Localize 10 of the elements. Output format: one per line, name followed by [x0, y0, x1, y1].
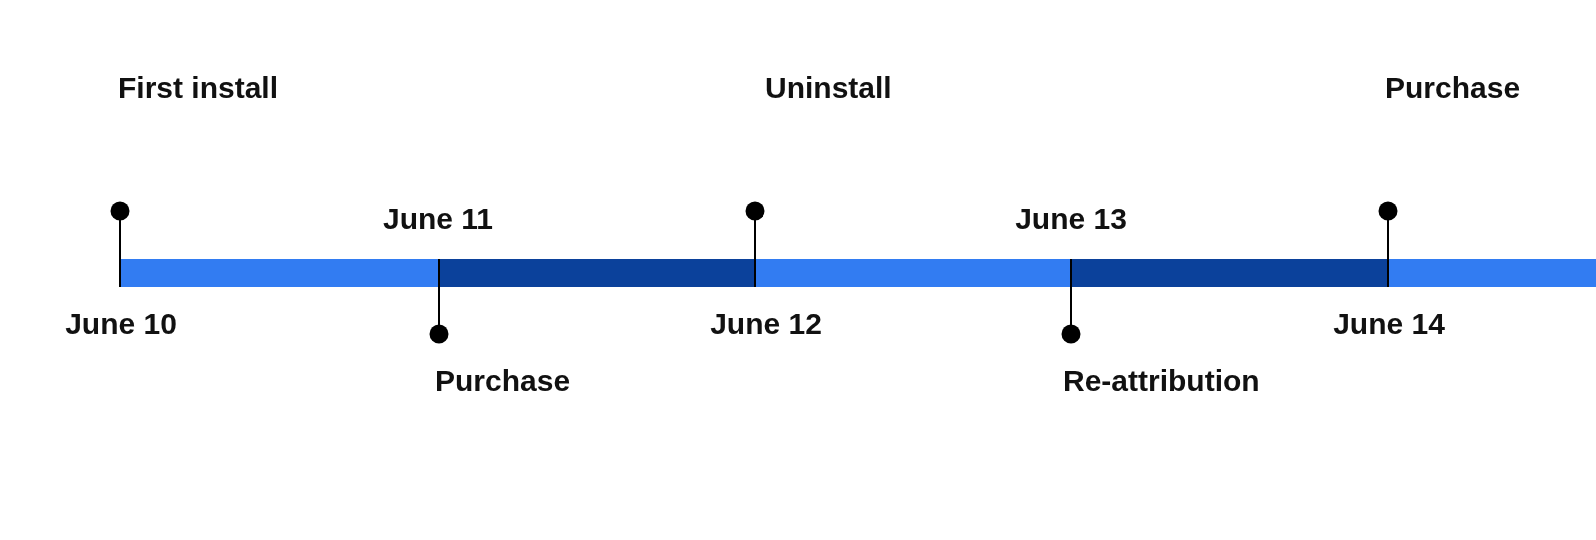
event-label: First install: [118, 70, 279, 106]
date-label: June 14: [1333, 306, 1445, 342]
event-label: Purchase: [1385, 70, 1521, 106]
date-label: June 13: [1015, 201, 1127, 237]
event-label: Purchase: [435, 363, 571, 399]
event-label: Re-attribution: [1063, 363, 1260, 399]
date-label: June 11: [382, 201, 494, 237]
date-label: June 10: [65, 306, 177, 342]
date-label: June 12: [710, 306, 822, 342]
event-label: Uninstall: [765, 70, 892, 106]
